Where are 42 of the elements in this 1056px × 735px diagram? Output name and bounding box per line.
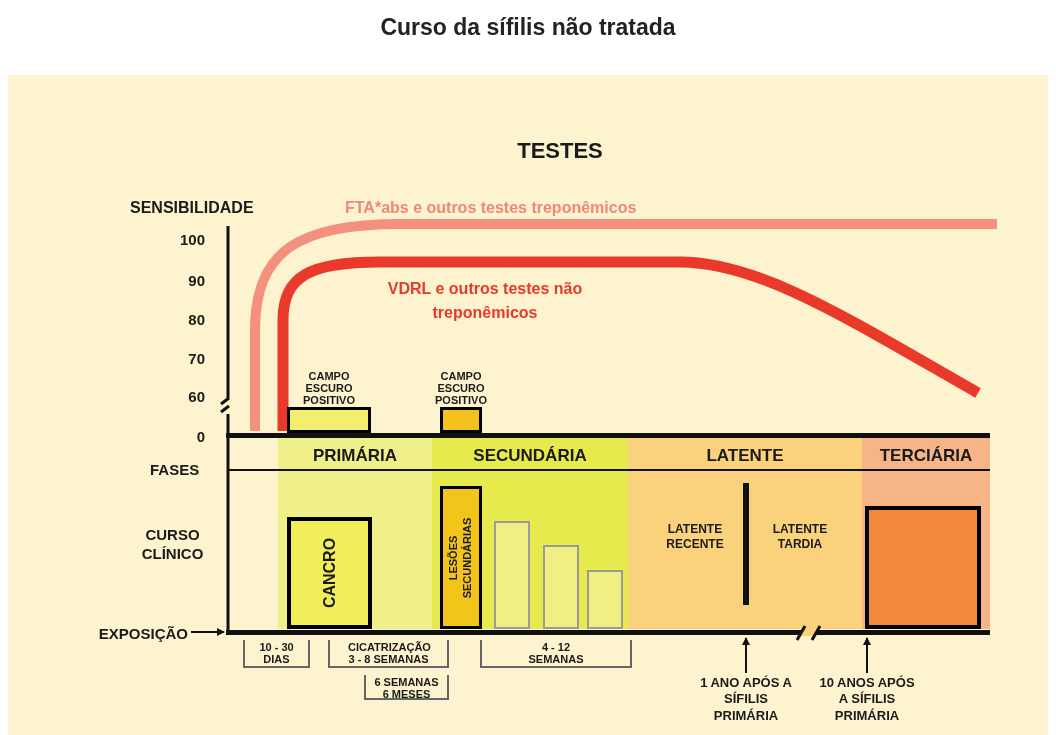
time-axis	[226, 630, 990, 635]
lesion-box: LESÕES SECUNDÁRIAS	[440, 486, 482, 629]
tick-label: 100	[178, 230, 205, 250]
phase-band	[432, 438, 628, 629]
duration-bracket: 4 - 12 SEMANAS	[480, 640, 632, 668]
axis-title: SENSIBILIDADE	[130, 198, 255, 218]
duration-bracket: CICATRIZAÇÃO 3 - 8 SEMANAS	[328, 640, 449, 668]
phase-label: LATENTE	[705, 445, 785, 467]
tick-label: 80	[187, 310, 205, 330]
sub-phase-label: LATENTE RECENTE	[665, 522, 725, 552]
diagram-title: Curso da sífilis não tratada	[379, 13, 677, 42]
tick-label: 60	[187, 387, 205, 407]
duration-bracket: 10 - 30 DIAS	[243, 640, 310, 668]
sub-phase-label: LATENTE TARDIA	[771, 522, 829, 552]
tick-label: 70	[187, 349, 205, 369]
row-label: FASES	[150, 460, 201, 480]
section-heading: TESTES	[516, 137, 604, 165]
arrow	[863, 637, 871, 674]
box-caption: CAMPO ESCURO POSITIVO	[302, 370, 356, 406]
curve-label: VDRL e outros testes não treponêmicos	[386, 279, 584, 323]
phase-label: SECUNDÁRIA	[472, 445, 588, 467]
row-label: CURSO CLÍNICO	[140, 526, 205, 564]
phase-band	[628, 438, 862, 629]
lesion-box	[865, 506, 981, 629]
phase-label: PRIMÁRIA	[311, 445, 399, 467]
phase-band	[862, 438, 990, 629]
axis-label: EXPOSIÇÃO	[86, 623, 188, 641]
lesion-bar	[587, 570, 623, 629]
arrow	[742, 637, 750, 674]
tick-label: 0	[195, 427, 205, 447]
lesion-bar	[494, 521, 530, 629]
phase-band	[278, 438, 432, 629]
phase-label: TERCIÁRIA	[878, 445, 974, 467]
curve-label: FTA*abs e outros testes treponêmicos	[345, 198, 638, 218]
time-note: 10 ANOS APÓS A SÍFILIS PRIMÁRIA	[817, 675, 917, 735]
arrow	[190, 628, 225, 636]
time-note: 1 ANO APÓS A SÍFILIS PRIMÁRIA	[696, 675, 796, 735]
box-caption: CAMPO ESCURO POSITIVO	[434, 370, 488, 406]
lesion-box: CANCRO	[287, 517, 372, 629]
duration-bracket: 6 SEMANAS 6 MESES	[364, 675, 449, 700]
lesion-bar	[543, 545, 579, 629]
tick-label: 90	[187, 271, 205, 291]
